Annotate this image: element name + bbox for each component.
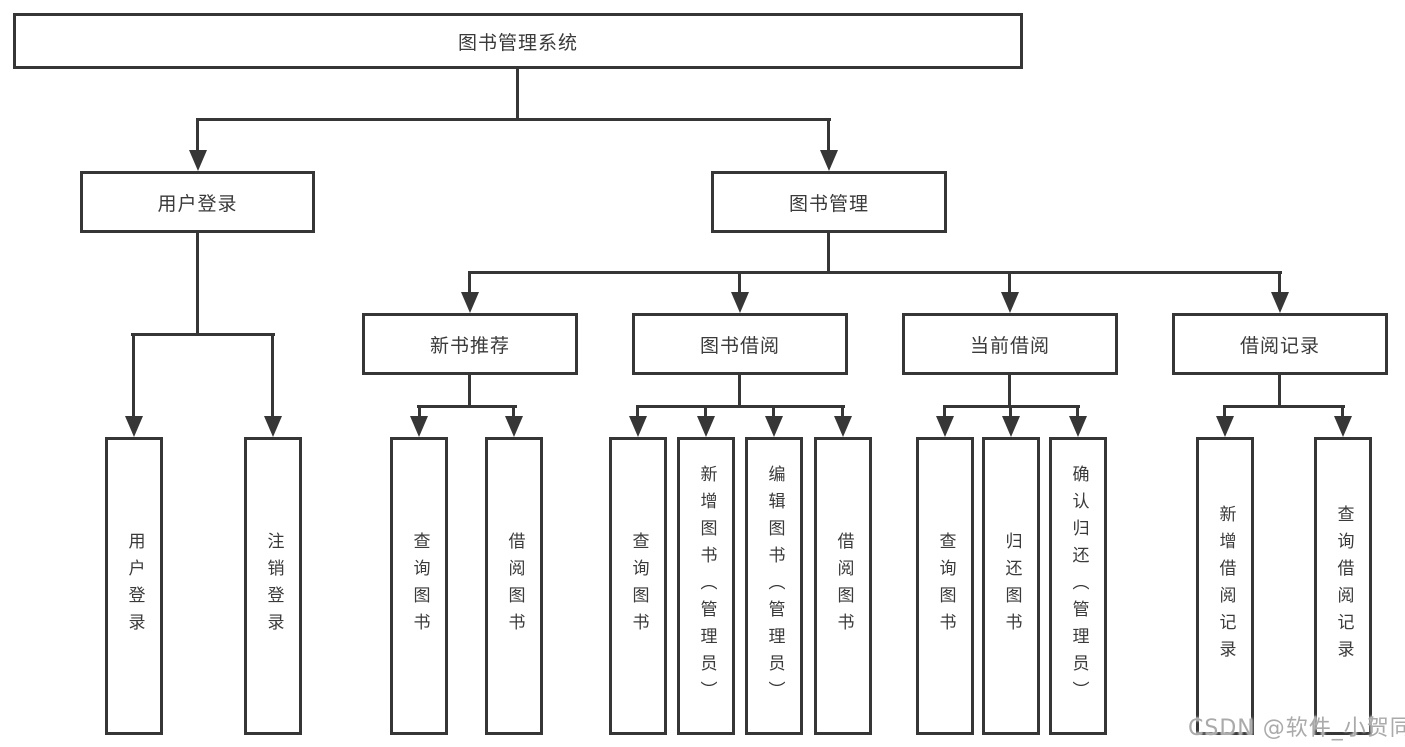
connector-drop: [704, 405, 707, 419]
arrow-down-icon: [505, 416, 523, 437]
arrow-down-icon: [820, 150, 838, 171]
arrow-down-icon: [1271, 292, 1289, 313]
arrow-down-icon: [125, 416, 143, 437]
node-user-login: 用户登录: [80, 171, 315, 233]
connector-drop: [772, 405, 775, 419]
arrow-down-icon: [834, 416, 852, 437]
arrow-down-icon: [189, 150, 207, 171]
arrow-down-icon: [1001, 292, 1019, 313]
connector-drop: [636, 405, 639, 419]
node-library-management-system: 图书管理系统: [13, 13, 1023, 69]
connector-drop: [512, 405, 515, 419]
connector-records-stem: [1278, 375, 1281, 408]
leaf-label: 新增图书（管理员）: [696, 464, 717, 708]
arrow-down-icon: [697, 416, 715, 437]
node-book-management: 图书管理: [711, 171, 947, 233]
connector-userlogin-crossbar: [131, 333, 275, 336]
leaf-label: 查询图书: [628, 532, 649, 640]
arrow-down-icon: [1002, 416, 1020, 437]
leaf-query-books-borrowing: 查询图书: [609, 437, 667, 735]
leaf-confirm-return-admin: 确认归还（管理员）: [1049, 437, 1107, 735]
node-label: 借阅记录: [1239, 334, 1320, 357]
leaf-query-books-current: 查询图书: [916, 437, 974, 735]
leaf-add-book-admin: 新增图书（管理员）: [677, 437, 735, 735]
connector-drop: [841, 405, 844, 419]
node-label: 新书推荐: [429, 334, 510, 357]
connector-root-stem: [516, 69, 519, 121]
leaf-label: 查询图书: [409, 532, 430, 640]
connector-bookmgmt-crossbar: [468, 271, 1282, 274]
connector-drop: [1223, 405, 1226, 419]
node-book-borrowing: 图书借阅: [632, 313, 848, 375]
connector-bookmgmt-drop-1: [468, 271, 471, 295]
connector-root-drop-left: [196, 118, 199, 154]
leaf-label: 编辑图书（管理员）: [764, 464, 785, 708]
arrow-down-icon: [1334, 416, 1352, 437]
connector-userlogin-drop-right: [271, 333, 274, 418]
arrow-down-icon: [936, 416, 954, 437]
leaf-user-login: 用户登录: [105, 437, 163, 735]
leaf-borrow-books-recommend: 借阅图书: [485, 437, 543, 735]
connector-borrowing-stem: [738, 375, 741, 408]
connector-current-stem: [1008, 375, 1011, 408]
node-label: 图书管理系统: [457, 31, 578, 54]
node-label: 当前借阅: [969, 334, 1050, 357]
leaf-label: 确认归还（管理员）: [1068, 464, 1089, 708]
connector-bookmgmt-drop-4: [1278, 271, 1281, 295]
arrow-down-icon: [765, 416, 783, 437]
leaf-label: 用户登录: [124, 532, 145, 640]
arrow-down-icon: [1216, 416, 1234, 437]
leaf-label: 借阅图书: [833, 532, 854, 640]
arrow-down-icon: [410, 416, 428, 437]
node-current-borrowing: 当前借阅: [902, 313, 1118, 375]
leaf-edit-book-admin: 编辑图书（管理员）: [745, 437, 803, 735]
connector-bookmgmt-drop-2: [738, 271, 741, 295]
leaf-logout: 注销登录: [244, 437, 302, 735]
connector-root-drop-right: [827, 118, 830, 154]
connector-records-crossbar: [1223, 405, 1345, 408]
arrow-down-icon: [461, 292, 479, 313]
node-label: 图书管理: [788, 192, 869, 215]
leaf-return-book: 归还图书: [982, 437, 1040, 735]
leaf-label: 新增借阅记录: [1215, 505, 1236, 667]
connector-drop: [1076, 405, 1079, 419]
connector-drop: [1009, 405, 1012, 419]
node-borrowing-records: 借阅记录: [1172, 313, 1388, 375]
leaf-label: 归还图书: [1001, 532, 1022, 640]
connector-bookmgmt-stem: [827, 233, 830, 274]
arrow-down-icon: [731, 292, 749, 313]
connector-drop: [943, 405, 946, 419]
arrow-down-icon: [1069, 416, 1087, 437]
leaf-label: 查询借阅记录: [1333, 505, 1354, 667]
node-label: 用户登录: [157, 192, 238, 215]
leaf-label: 借阅图书: [504, 532, 525, 640]
connector-newbook-stem: [468, 375, 471, 408]
leaf-query-borrow-record: 查询借阅记录: [1314, 437, 1372, 735]
leaf-query-books-recommend: 查询图书: [390, 437, 448, 735]
arrow-down-icon: [264, 416, 282, 437]
leaf-label: 注销登录: [263, 532, 284, 640]
connector-userlogin-stem: [196, 233, 199, 335]
connector-drop: [418, 405, 421, 419]
leaf-borrow-books: 借阅图书: [814, 437, 872, 735]
csdn-watermark: CSDN @软件_小贺同学: [1188, 716, 1405, 741]
connector-newbook-crossbar: [417, 405, 517, 408]
leaf-add-borrow-record: 新增借阅记录: [1196, 437, 1254, 735]
node-new-book-recommendation: 新书推荐: [362, 313, 578, 375]
connector-root-crossbar: [196, 118, 831, 121]
connector-borrowing-crossbar: [636, 405, 845, 408]
connector-bookmgmt-drop-3: [1008, 271, 1011, 295]
node-label: 图书借阅: [699, 334, 780, 357]
connector-userlogin-drop-left: [132, 333, 135, 418]
connector-drop: [1341, 405, 1344, 419]
leaf-label: 查询图书: [935, 532, 956, 640]
arrow-down-icon: [629, 416, 647, 437]
